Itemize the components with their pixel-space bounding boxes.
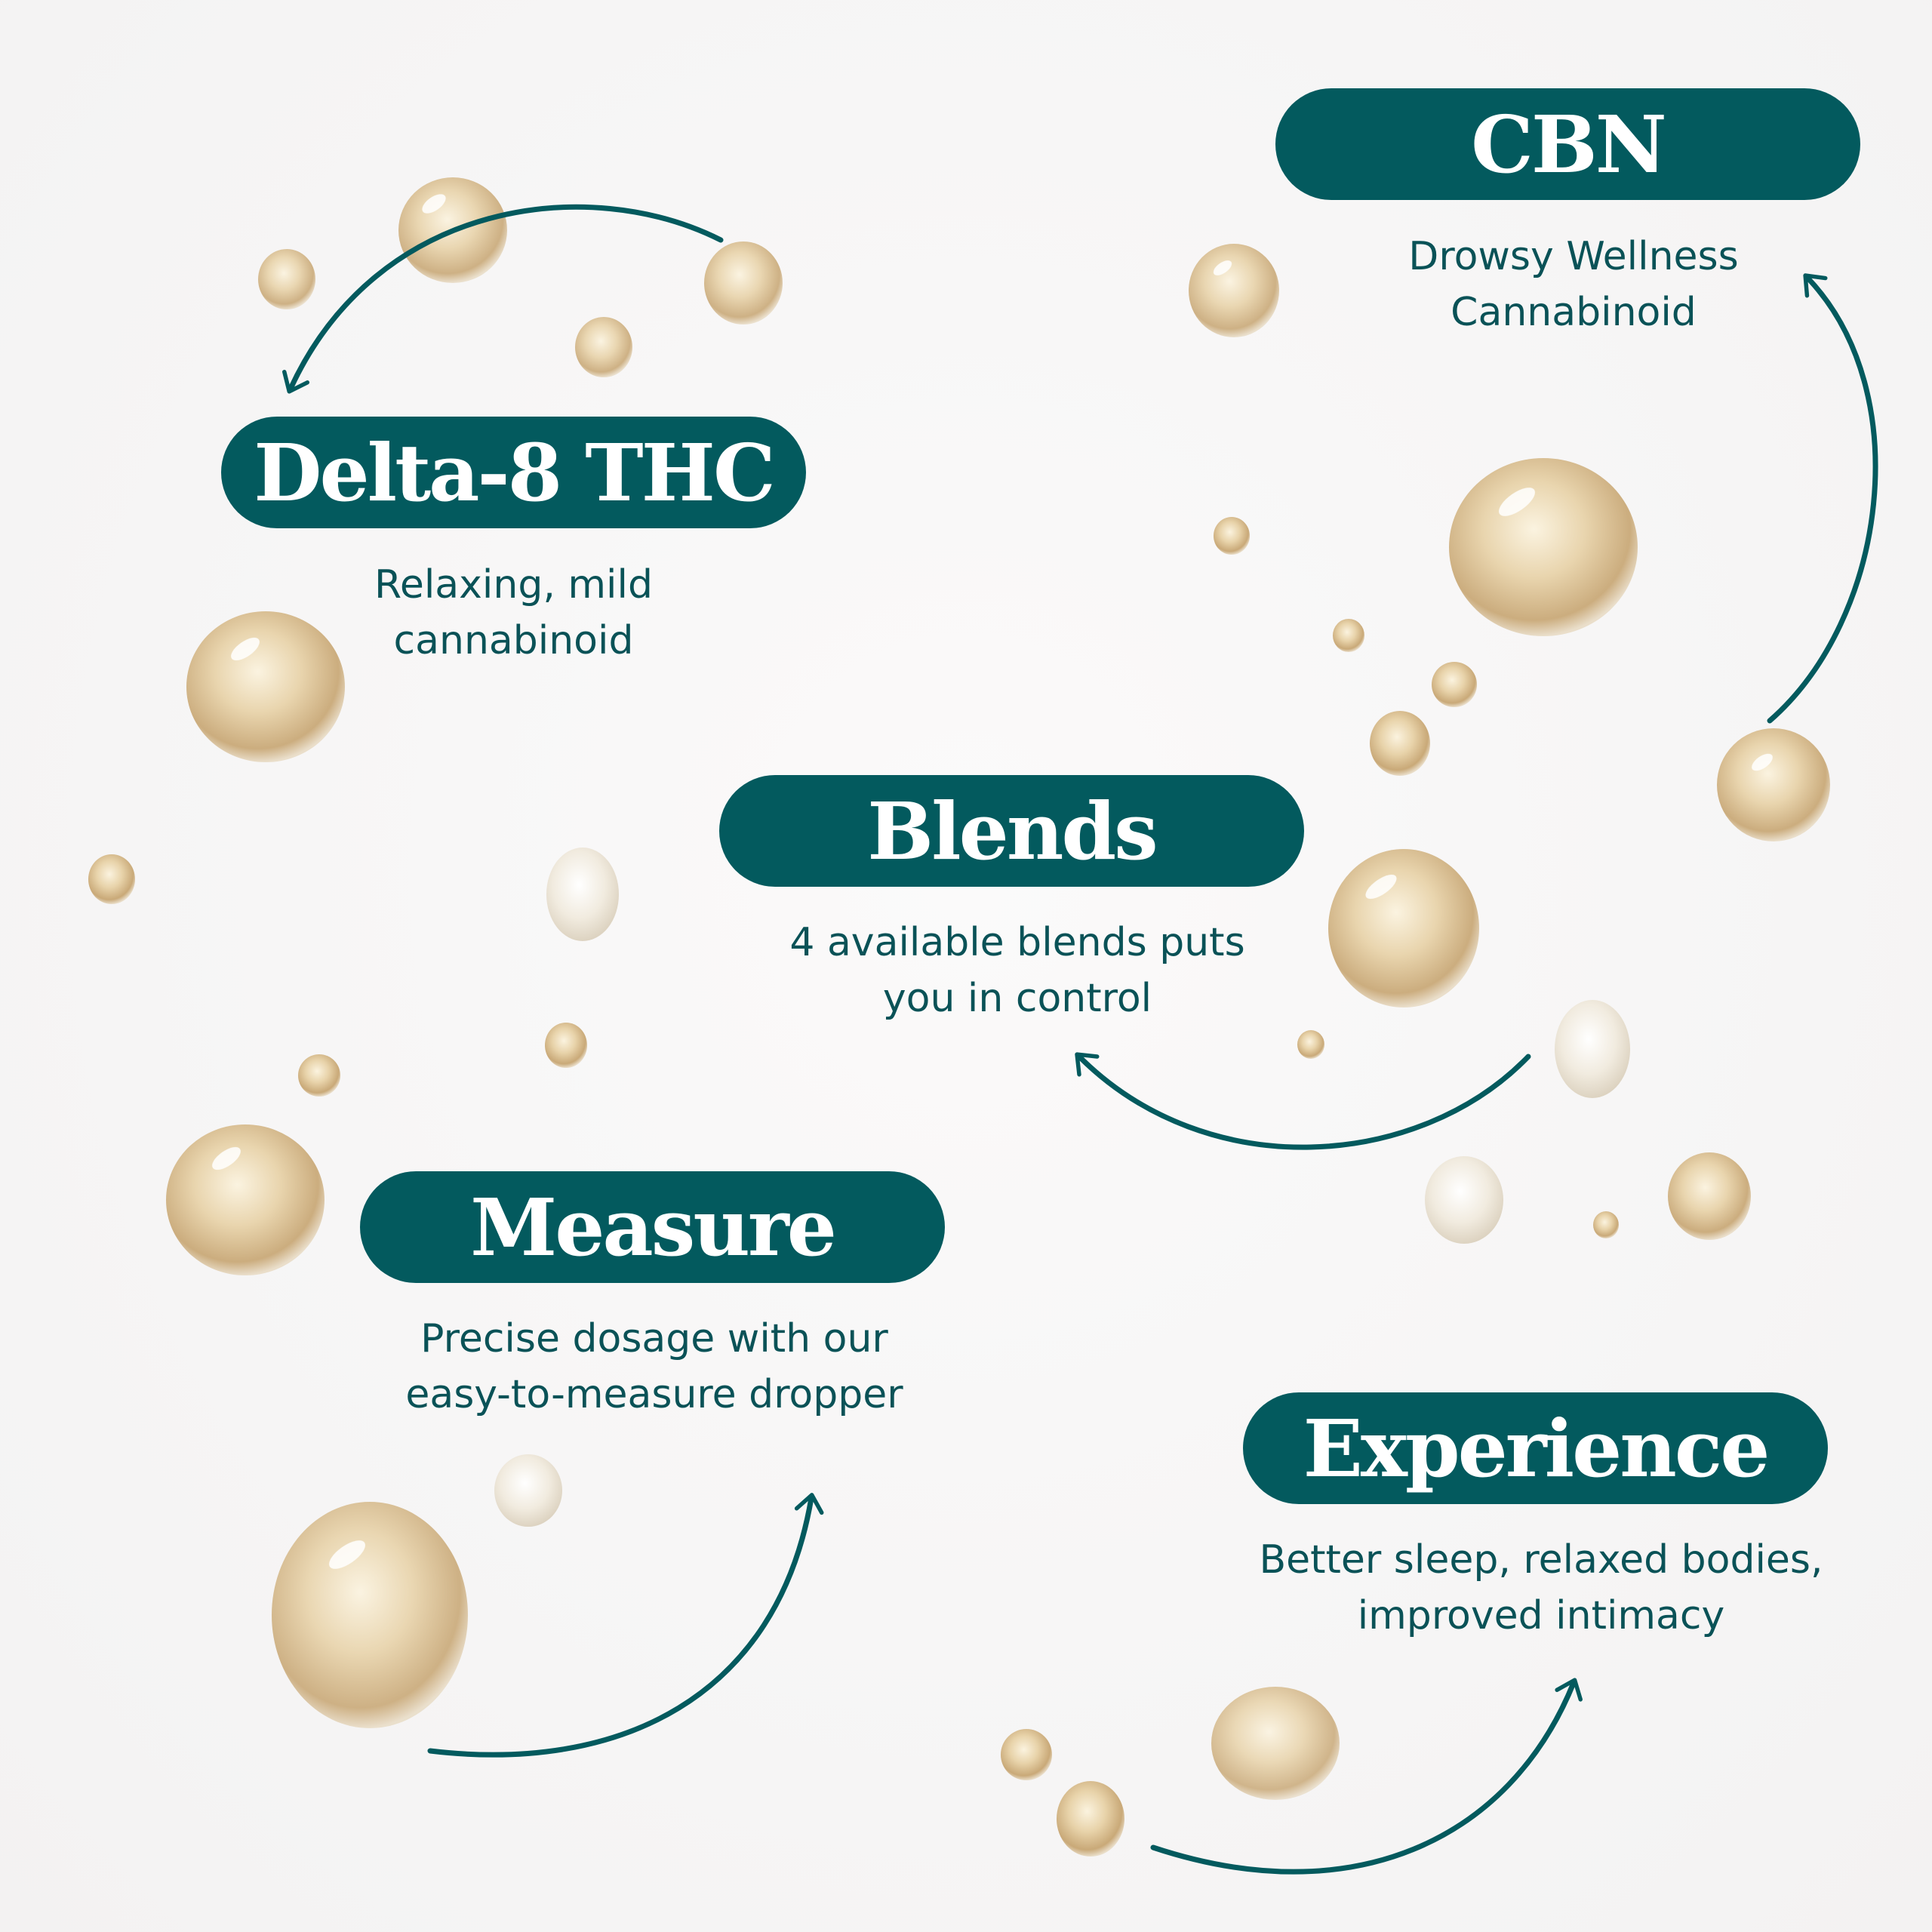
cbn-title-pill: CBN <box>1275 88 1860 200</box>
experience-description: Better sleep, relaxed bodies, improved i… <box>1194 1532 1888 1644</box>
oil-droplet-icon <box>88 177 1830 1857</box>
measure-description-line-2: easy-to-measure dropper <box>405 1372 903 1417</box>
droplet-highlights <box>212 194 1773 1569</box>
measure-title-pill: Measure <box>360 1171 945 1283</box>
blends-title-pill: Blends <box>719 775 1304 887</box>
blends-description-line-2: you in control <box>882 976 1152 1021</box>
measure-description-line-1: Precise dosage with our <box>420 1316 888 1361</box>
cbn-description-line-1: Drowsy Wellness <box>1408 234 1739 279</box>
cbn-description-line-2: Cannabinoid <box>1451 290 1697 335</box>
measure-description: Precise dosage with our easy-to-measure … <box>337 1311 971 1423</box>
blends-title: Blends <box>867 784 1158 878</box>
blends-description: 4 available blends puts you in control <box>719 915 1315 1026</box>
delta8-title-pill: Delta-8 THC <box>221 417 806 528</box>
cbn-description: Drowsy Wellness Cannabinoid <box>1275 229 1872 340</box>
measure-title: Measure <box>470 1180 837 1274</box>
experience-description-line-2: improved intimacy <box>1357 1593 1725 1638</box>
delta8-description-line-1: Relaxing, mild <box>374 562 653 608</box>
curved-arrow-icon <box>282 204 1878 1875</box>
experience-title-pill: Experience <box>1243 1392 1828 1504</box>
experience-description-line-1: Better sleep, relaxed bodies, <box>1259 1537 1823 1583</box>
delta8-description-line-2: cannabinoid <box>393 618 634 663</box>
blends-description-line-1: 4 available blends puts <box>789 920 1245 965</box>
cbn-title: CBN <box>1471 97 1667 191</box>
experience-title: Experience <box>1303 1401 1770 1495</box>
delta8-title: Delta-8 THC <box>254 426 775 519</box>
delta8-description: Relaxing, mild cannabinoid <box>221 557 806 669</box>
